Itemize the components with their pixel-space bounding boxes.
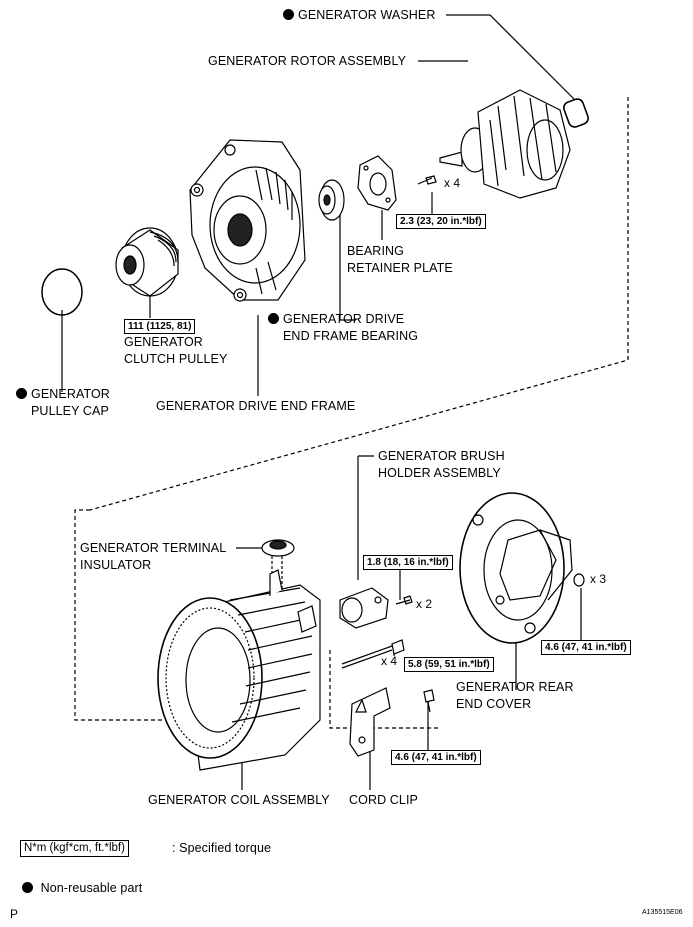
qty-through-bolts: x 4 <box>381 654 398 668</box>
lower-dashed-axis <box>74 509 170 721</box>
label-brush-holder-line2: HOLDER ASSEMBLY <box>378 466 501 480</box>
legend-torque-text: : Specified torque <box>172 841 272 855</box>
label-text: GENERATOR <box>31 387 110 401</box>
label-rear-cover-line2: END COVER <box>456 697 532 711</box>
torque-clutch-pulley: 111 (1125, 81) <box>124 319 196 334</box>
legend-torque-box: N*m (kgf*cm, ft.*lbf) <box>20 840 129 857</box>
nonreusable-dot-icon <box>16 388 27 399</box>
torque-through-bolt: 5.8 (59, 51 in.*lbf) <box>404 657 494 672</box>
label-pulley-cap-line1: GENERATOR <box>16 386 110 402</box>
retainer-screw-shape <box>417 175 437 185</box>
label-clutch-pulley-line1: GENERATOR <box>124 335 203 349</box>
label-retainer-plate-line1: BEARING <box>347 244 404 258</box>
label-rotor-assembly: GENERATOR ROTOR ASSEMBLY <box>208 54 407 68</box>
nonreusable-dot-icon <box>268 313 279 324</box>
leader-bearing <box>339 212 356 321</box>
generator-washer-shape <box>563 98 589 128</box>
cord-bolt-shape <box>423 689 435 713</box>
brush-holder-shape <box>339 587 389 629</box>
torque-rear-nut: 4.6 (47, 41 in.*lbf) <box>541 640 631 655</box>
qty-brush-screws: x 2 <box>416 597 433 611</box>
drive-end-frame-shape <box>189 139 306 302</box>
torque-retainer-screw: 2.3 (23, 20 in.*lbf) <box>396 214 486 229</box>
label-rear-cover-line1: GENERATOR REAR <box>456 680 574 694</box>
footer-figure-id: A135515E06 <box>642 909 683 916</box>
label-drive-end-frame: GENERATOR DRIVE END FRAME <box>156 399 356 413</box>
cord-clip-shape <box>349 687 391 757</box>
pulley-cap-ring <box>41 268 83 316</box>
bolt-dashed-axis <box>329 650 440 729</box>
label-drive-frame-bearing-line1: GENERATOR DRIVE <box>268 311 404 327</box>
coil-assembly-shape <box>157 569 321 771</box>
leader-washer <box>446 14 576 101</box>
legend-nonreusable: Non-reusable part <box>22 880 142 896</box>
footer-left: P <box>10 907 19 921</box>
rear-end-cover-shape <box>459 492 573 644</box>
retainer-plate-shape <box>357 155 397 211</box>
label-drive-frame-bearing-line2: END FRAME BEARING <box>283 329 419 343</box>
torque-brush-screw: 1.8 (18, 16 in.*lbf) <box>363 555 453 570</box>
torque-cord-clip-bolt: 4.6 (47, 41 in.*lbf) <box>391 750 481 765</box>
clutch-pulley-shape <box>115 227 179 297</box>
label-text: GENERATOR WASHER <box>298 8 436 22</box>
nonreusable-dot-icon <box>22 882 33 893</box>
nonreusable-dot-icon <box>283 9 294 20</box>
label-terminal-insulator-line2: INSULATOR <box>80 558 152 572</box>
label-coil-assembly: GENERATOR COIL ASSEMBLY <box>148 793 330 807</box>
label-terminal-insulator-line1: GENERATOR TERMINAL <box>80 541 227 555</box>
qty-retainer-screws: x 4 <box>444 176 461 190</box>
brush-screw-shape <box>395 595 413 605</box>
label-cord-clip: CORD CLIP <box>349 793 418 807</box>
label-brush-holder-line1: GENERATOR BRUSH <box>378 449 505 463</box>
label-generator-washer: GENERATOR WASHER <box>283 7 436 23</box>
leader-brush <box>357 455 374 580</box>
label-pulley-cap-line2: PULLEY CAP <box>31 404 109 418</box>
drive-frame-bearing-shape <box>318 179 345 221</box>
label-text: GENERATOR DRIVE <box>283 312 405 326</box>
upper-dashed-axis <box>89 97 629 511</box>
rotor-assembly-shape <box>439 89 571 199</box>
legend-nonreusable-text: Non-reusable part <box>40 881 143 895</box>
rear-nut-shape <box>573 573 585 587</box>
through-bolt-shape <box>341 639 405 669</box>
label-retainer-plate-line2: RETAINER PLATE <box>347 261 453 275</box>
qty-rear-nuts: x 3 <box>590 572 607 586</box>
label-clutch-pulley-line2: CLUTCH PULLEY <box>124 352 228 366</box>
